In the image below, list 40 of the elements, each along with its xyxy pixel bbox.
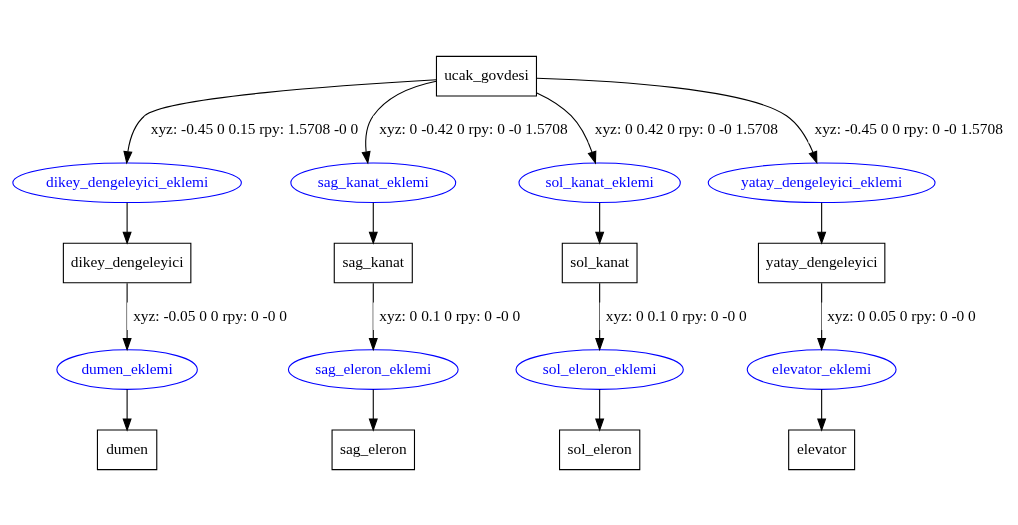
edge-label: xyz: -0.45 0 0 rpy: 0 -0 1.5708 xyxy=(814,119,1003,137)
arrow xyxy=(595,282,605,351)
arrow xyxy=(817,282,827,351)
arrow xyxy=(122,201,132,245)
arrow xyxy=(122,388,132,432)
node-ellipse: dikey_dengeleyici_eklemi xyxy=(12,161,242,203)
node-ellipse: sol_kanat_eklemi xyxy=(518,161,681,203)
node-box: sag_eleron xyxy=(331,429,416,470)
node-box: ucak_govdesi xyxy=(435,55,537,96)
node-ellipse: sag_eleron_eklemi xyxy=(287,348,459,390)
edge-label: xyz: 0 0.42 0 rpy: 0 -0 1.5708 xyxy=(594,119,778,137)
node-ellipse: sag_kanat_eklemi xyxy=(290,161,457,203)
arrow xyxy=(368,388,378,432)
edge-label: xyz: 0 0.05 0 rpy: 0 -0 0 xyxy=(827,306,976,324)
node-box: yatay_dengeleyici xyxy=(757,242,886,283)
arrow xyxy=(817,201,827,245)
arrow xyxy=(361,80,437,164)
edge-label: xyz: -0.05 0 0 rpy: 0 -0 0 xyxy=(133,306,287,324)
edge-label: xyz: -0.45 0 0.15 rpy: 1.5708 -0 0 xyxy=(150,119,359,137)
node-ellipse: yatay_dengeleyici_eklemi xyxy=(707,161,936,203)
edge-label: xyz: 0 -0.42 0 rpy: 0 -0 1.5708 xyxy=(379,119,568,137)
arrow xyxy=(595,201,605,245)
arrow xyxy=(817,388,827,432)
arrow xyxy=(123,78,437,164)
node-ellipse: elevator_eklemi xyxy=(746,348,897,390)
node-ellipse: dumen_eklemi xyxy=(56,348,198,390)
node-box: elevator xyxy=(788,429,856,470)
arrow xyxy=(536,91,597,164)
node-box: sol_kanat xyxy=(561,242,638,283)
node-box: dumen xyxy=(96,429,158,470)
arrow xyxy=(122,282,132,351)
node-box: sag_kanat xyxy=(333,242,413,283)
node-box: sol_eleron xyxy=(559,429,641,470)
edge-label: xyz: 0 0.1 0 rpy: 0 -0 0 xyxy=(605,306,747,324)
edge-label: xyz: 0 0.1 0 rpy: 0 -0 0 xyxy=(379,306,521,324)
node-ellipse: sol_eleron_eklemi xyxy=(515,348,684,390)
node-box: dikey_dengeleyici xyxy=(62,242,192,283)
arrow xyxy=(595,388,605,432)
arrow xyxy=(368,201,378,245)
arrow xyxy=(536,77,818,164)
